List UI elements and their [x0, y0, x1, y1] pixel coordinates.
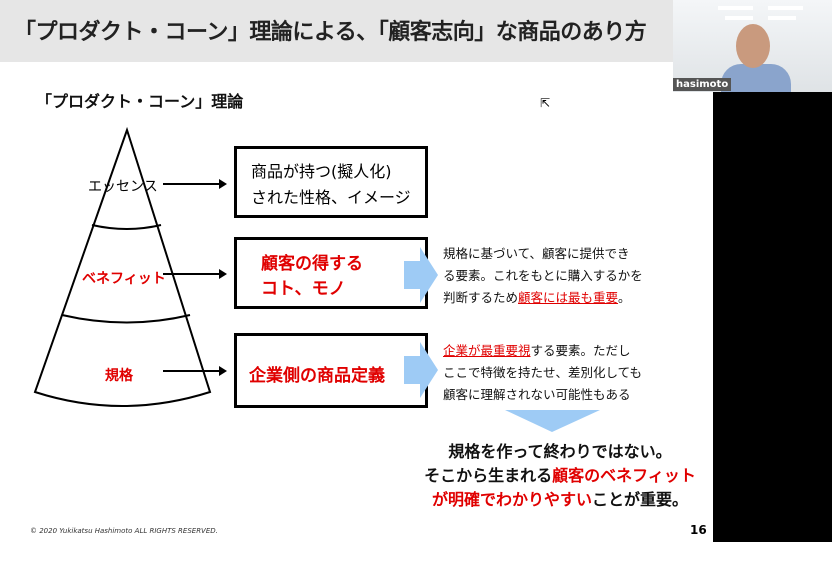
participant-name: hasimoto: [673, 78, 732, 91]
blue-arrow-icon: [404, 342, 438, 398]
benefit-description: 規格に基づいて、顧客に提供でき る要素。これをもとに購入するかを 判断するため顧…: [443, 243, 643, 309]
desc-line: ここで特徴を持たせ、差別化しても: [443, 365, 643, 380]
arrow-right-icon: [163, 366, 227, 376]
desc-text: 。: [618, 290, 631, 305]
desc-line: 企業が最重要視する要素。ただし: [443, 340, 642, 362]
slide-title-bar: [0, 0, 713, 62]
arrow-right-icon: [163, 269, 227, 279]
cone-label-benefit: ベネフィット: [82, 271, 166, 287]
desc-emphasis: 顧客には最も重要: [518, 290, 619, 305]
blue-arrow-icon: [404, 247, 438, 303]
arrow-right-icon: [163, 179, 227, 189]
desc-line: 判断するため顧客には最も重要。: [443, 287, 643, 309]
cone-band-2: [61, 314, 191, 324]
down-arrow-icon: [505, 410, 600, 432]
section-heading: 「プロダクト・コーン」理論: [36, 92, 244, 111]
conclusion-emphasis: が明確でわかりやすい: [431, 490, 592, 509]
slide-title: 「プロダクト・コーン」理論による、「顧客志向」な商品のあり方: [14, 20, 647, 45]
conclusion-text-part: ことが重要。: [592, 490, 689, 509]
conclusion-line: そこから生まれる顧客のベネフィット: [400, 464, 720, 488]
spec-description: 企業が最重要視する要素。ただし ここで特徴を持たせ、差別化しても 顧客に理解され…: [443, 340, 642, 406]
cone-label-essence: エッセンス: [88, 179, 158, 195]
desc-line: る要素。これをもとに購入するかを: [443, 268, 643, 283]
conclusion-text: 規格を作って終わりではない。 そこから生まれる顧客のベネフィット が明確でわかり…: [400, 440, 720, 512]
spec-box: 企業側の商品定義: [234, 333, 428, 408]
essence-box-line: された性格、イメージ: [251, 188, 411, 207]
desc-line: 顧客に理解されない可能性もある: [443, 387, 631, 402]
essence-box: 商品が持つ(擬人化) された性格、イメージ: [234, 146, 428, 218]
desc-text: 判断するため: [443, 290, 519, 305]
conclusion-line: が明確でわかりやすいことが重要。: [400, 488, 720, 512]
desc-emphasis: 企業が最重要視: [443, 343, 531, 358]
conclusion-text-part: そこから生まれる: [424, 466, 553, 485]
participant-video[interactable]: [673, 0, 832, 92]
essence-box-line: 商品が持つ(擬人化): [251, 162, 392, 181]
benefit-box: 顧客の得する コト、モノ: [234, 237, 428, 309]
cone-outline: [33, 126, 212, 407]
page-number: 16: [690, 523, 707, 537]
conclusion-line: 規格を作って終わりではない。: [448, 442, 672, 461]
cone-label-spec: 規格: [105, 368, 133, 384]
desc-text: する要素。ただし: [530, 343, 631, 358]
product-cone-diagram: [33, 126, 212, 407]
cone-band-1: [91, 224, 162, 230]
mouse-cursor-icon: ⇱: [540, 96, 551, 110]
desc-line: 規格に基づいて、顧客に提供でき: [443, 246, 630, 261]
video-panel-background: [713, 92, 832, 542]
benefit-box-line: コト、モノ: [261, 279, 346, 299]
conclusion-emphasis: 顧客のベネフィット: [552, 466, 696, 485]
benefit-box-line: 顧客の得する: [261, 254, 363, 274]
copyright: © 2020 Yukikatsu Hashimoto ALL RIGHTS RE…: [30, 527, 218, 535]
spec-box-text: 企業側の商品定義: [249, 366, 385, 386]
